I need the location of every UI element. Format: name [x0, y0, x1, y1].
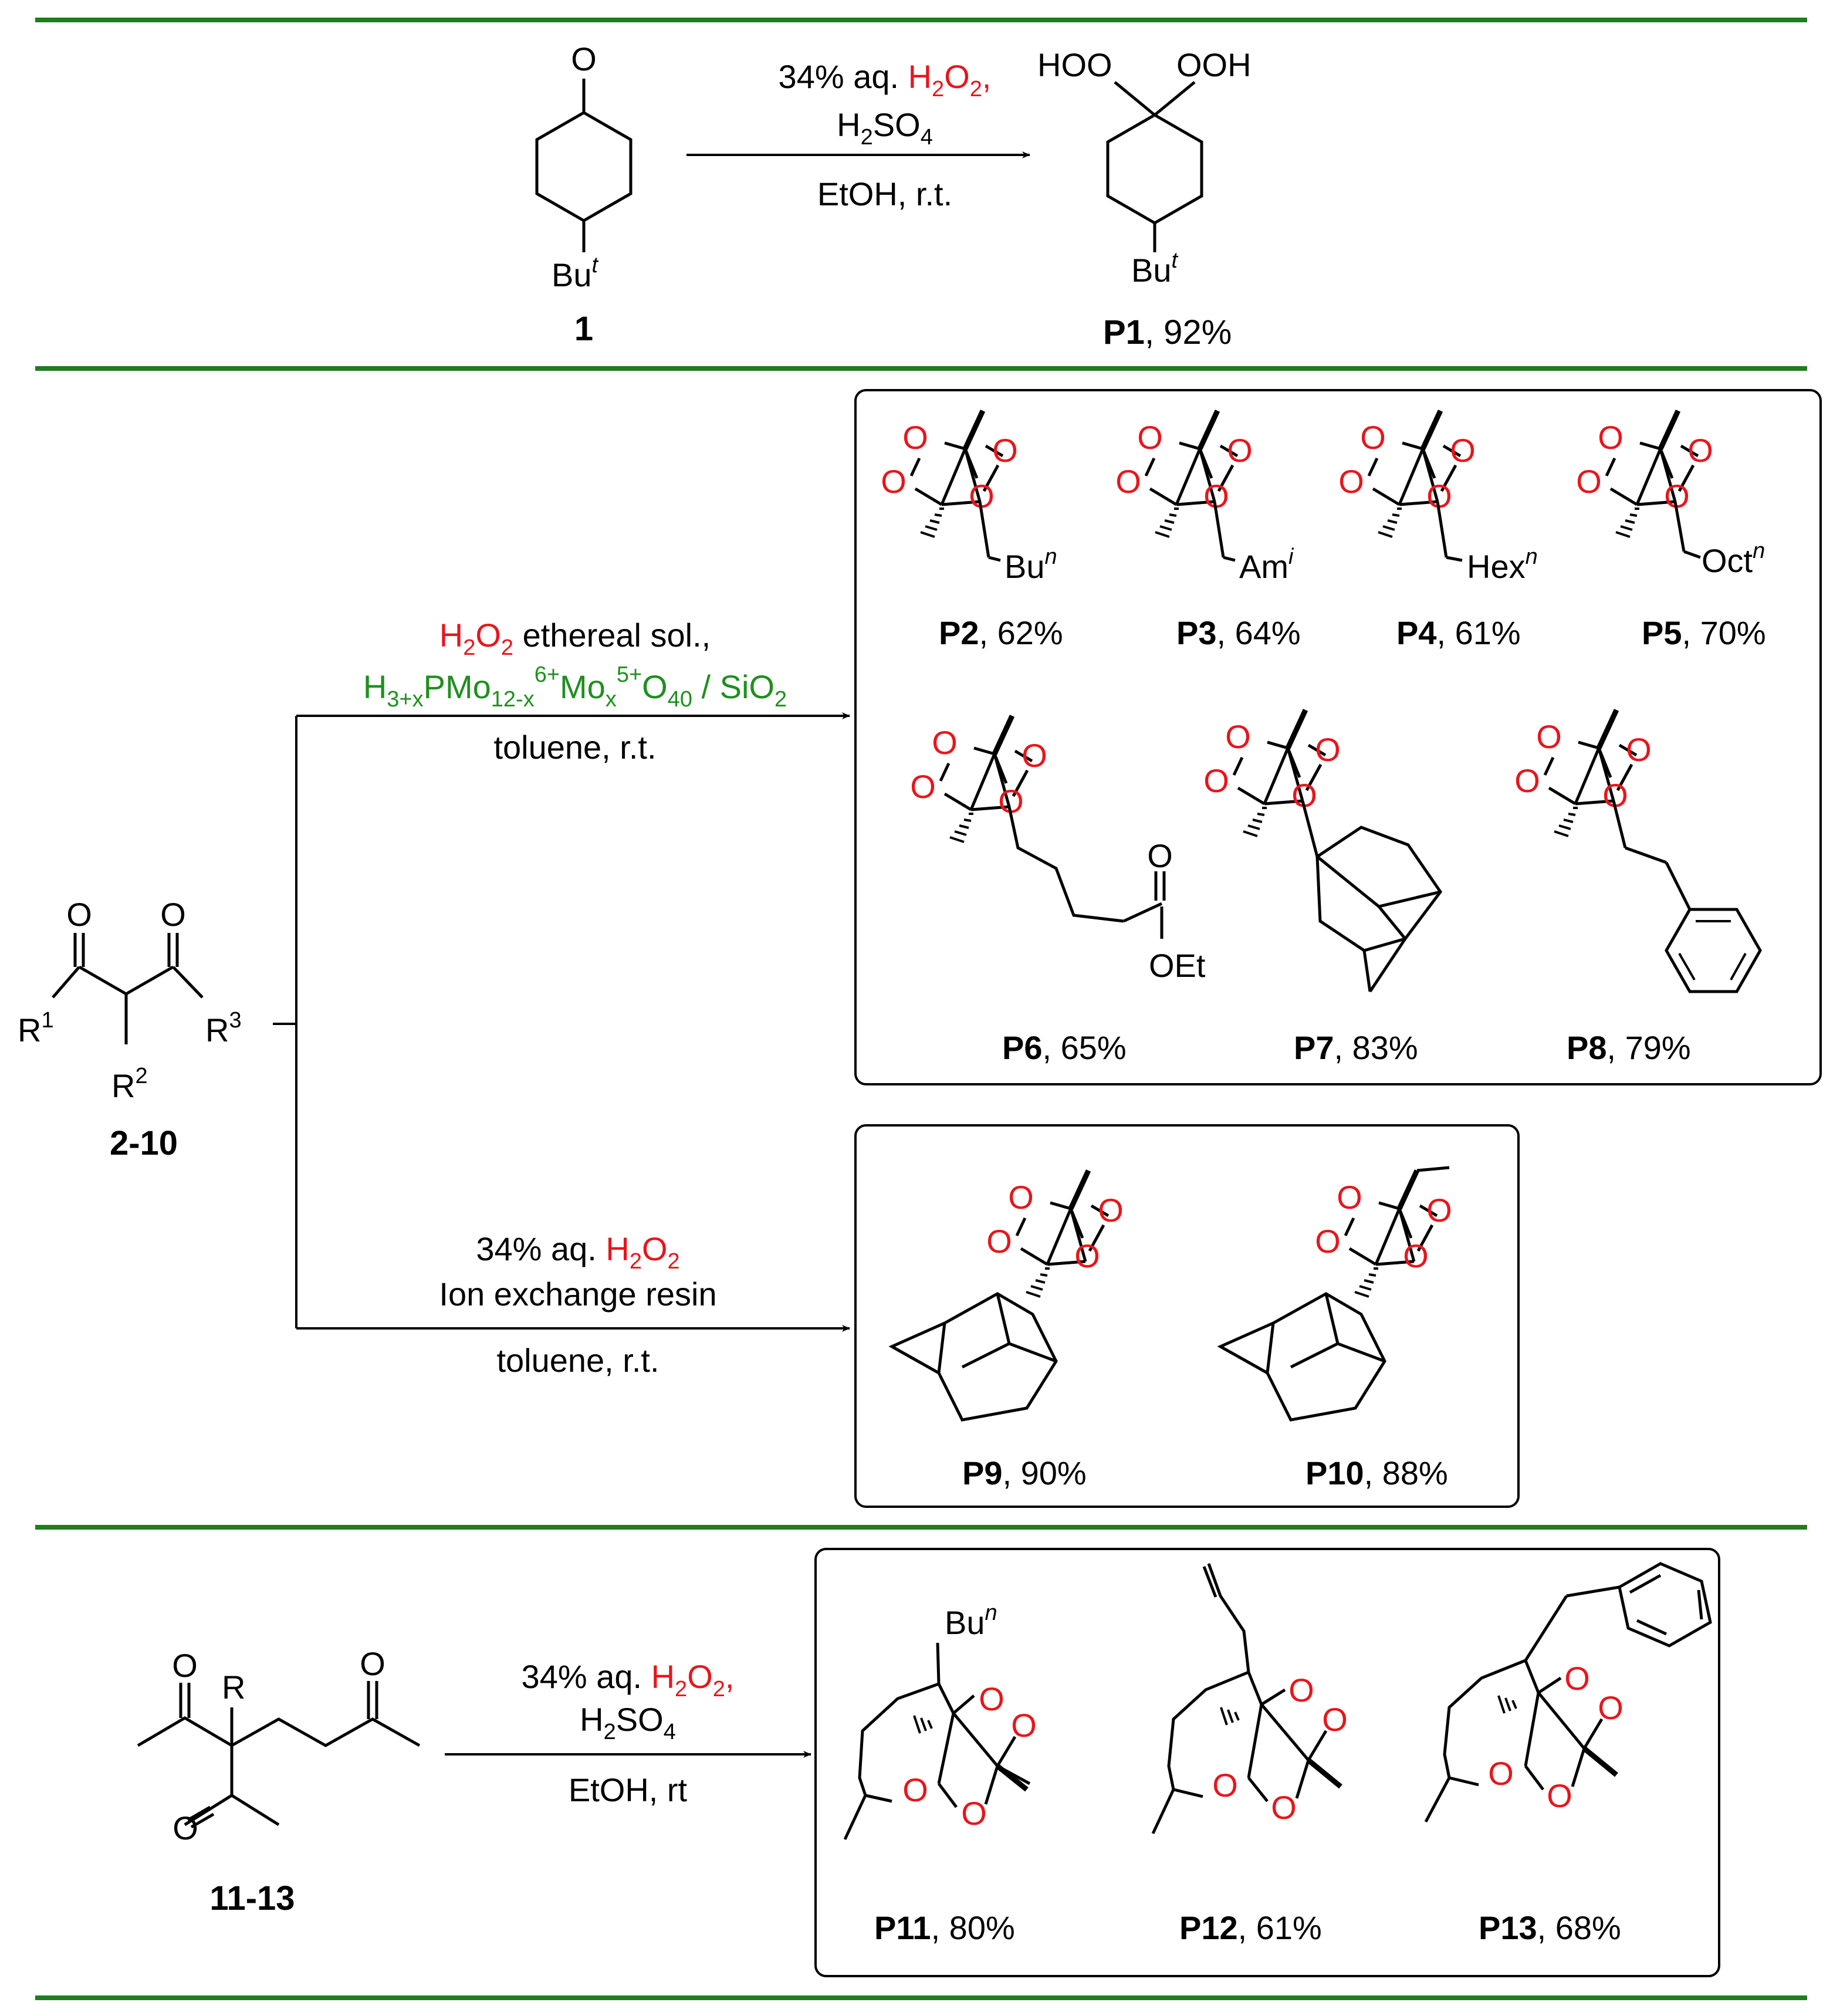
svg-text:P12, 61%: P12, 61% [1179, 1909, 1322, 1946]
product1-tbu: But [1131, 248, 1179, 289]
substrate3-r: R [222, 1669, 245, 1706]
svg-text:O: O [360, 1645, 385, 1682]
svg-text:Octn: Octn [1702, 539, 1765, 579]
product-p3: Ami P3, 64% [1115, 411, 1301, 651]
reaction1-conditions: EtOH, r.t. [817, 175, 952, 212]
svg-text:Ion exchange resin: Ion exchange resin [439, 1276, 716, 1313]
svg-text:O: O [1147, 837, 1173, 874]
product1-hoo: HOO [1037, 46, 1112, 83]
svg-text:P4, 61%: P4, 61% [1396, 614, 1521, 651]
substrate3-label: 11-13 [209, 1879, 295, 1917]
svg-text:34% aq. H2O2: 34% aq. H2O2 [476, 1230, 679, 1274]
svg-text:O: O [1011, 1707, 1037, 1744]
product-p2: Bun P2, 62% [881, 411, 1063, 651]
svg-text:H2O2 ethereal sol.,: H2O2 ethereal sol., [439, 617, 711, 660]
reaction1-substrate: O But 1 [535, 40, 632, 348]
svg-text:toluene, r.t.: toluene, r.t. [496, 1342, 659, 1379]
svg-text:H2SO4: H2SO4 [837, 106, 933, 150]
svg-text:O: O [979, 1680, 1004, 1717]
reaction1-product: HOO OOH But P1, 92% [1037, 46, 1252, 351]
svg-text:H2SO4: H2SO4 [580, 1701, 676, 1744]
svg-text:EtOH, rt: EtOH, rt [569, 1771, 688, 1808]
svg-text:O: O [172, 1647, 198, 1684]
svg-text:P2, 62%: P2, 62% [939, 614, 1063, 651]
svg-text:P8, 79%: P8, 79% [1567, 1029, 1691, 1066]
product-p6: O OEt P6, 65% [910, 716, 1206, 1066]
reaction3-substrate: O R O O 11-13 [137, 1645, 421, 1917]
svg-text:O: O [1488, 1755, 1514, 1792]
svg-text:O: O [961, 1795, 987, 1832]
product-p9: P9, 90% [888, 1171, 1124, 1491]
svg-text:O: O [66, 896, 92, 933]
svg-text:Hexn: Hexn [1467, 544, 1538, 585]
r1-label: R1 [18, 1008, 54, 1048]
product-p7: P7, 83% [1203, 710, 1443, 1066]
substrate1-tbu: But [552, 253, 599, 293]
reaction1-arrow: 34% aq. H2O2, H2SO4 EtOH, r.t. [686, 58, 1030, 212]
product-p5: Octn P5, 70% [1576, 411, 1766, 651]
product-p8: P8, 79% [1514, 710, 1762, 1066]
products-box-upper [854, 389, 1822, 1085]
substrate1-carbonyl-o: O [571, 40, 597, 77]
svg-text:P6, 65%: P6, 65% [1002, 1029, 1127, 1066]
svg-text:Bun: Bun [1004, 544, 1057, 585]
product1-caption: P1, 92% [1103, 313, 1232, 351]
svg-text:O: O [172, 1809, 198, 1846]
reaction2-arrows [273, 712, 850, 1332]
products-box-lower [854, 1124, 1520, 1508]
svg-text:Bun: Bun [945, 1601, 997, 1641]
svg-text:P3, 64%: P3, 64% [1176, 614, 1301, 651]
svg-text:O: O [1212, 1767, 1238, 1804]
svg-text:P13, 68%: P13, 68% [1479, 1909, 1621, 1946]
svg-text:P11, 80%: P11, 80% [874, 1909, 1015, 1946]
substrate1-label: 1 [574, 310, 593, 348]
svg-text:34% aq. H2O2,: 34% aq. H2O2, [779, 58, 992, 102]
product-p13: O O O O P13, 68% [1424, 1562, 1712, 1946]
product-p11: Bun O O O O P11, 80% [843, 1601, 1037, 1946]
product-p4: Hexn P4, 61% [1338, 411, 1538, 651]
svg-text:P5, 70%: P5, 70% [1642, 614, 1766, 651]
svg-text:P9, 90%: P9, 90% [962, 1455, 1087, 1491]
svg-text:O: O [1564, 1660, 1590, 1697]
svg-text:P7, 83%: P7, 83% [1294, 1029, 1418, 1066]
svg-text:Ami: Ami [1239, 544, 1294, 585]
substrate2-label: 2-10 [110, 1124, 178, 1162]
svg-text:34% aq. H2O2,: 34% aq. H2O2, [522, 1658, 735, 1702]
svg-text:O: O [160, 896, 186, 933]
reaction2-upper-conditions: H2O2 ethereal sol., H3+xPMo12-x6+Mox5+O4… [363, 617, 787, 766]
product-p12: O O O O P12, 61% [1151, 1563, 1348, 1946]
r2-label: R2 [111, 1064, 148, 1104]
svg-text:O: O [1547, 1777, 1572, 1814]
reaction2-substrate: O O R1 R3 R2 2-10 [18, 896, 242, 1162]
product-p10: P10, 88% [1217, 1166, 1452, 1491]
svg-text:O: O [1322, 1701, 1348, 1738]
svg-text:toluene, r.t.: toluene, r.t. [493, 729, 656, 766]
svg-text:OEt: OEt [1149, 947, 1206, 984]
reaction2-lower-conditions: 34% aq. H2O2 Ion exchange resin toluene,… [439, 1230, 716, 1379]
products-box-r3 [814, 1548, 1720, 1977]
r3-label: R3 [205, 1008, 242, 1048]
reaction3-arrow: 34% aq. H2O2, H2SO4 EtOH, rt [445, 1658, 811, 1808]
product1-ooh: OOH [1176, 46, 1252, 83]
svg-text:O: O [1288, 1672, 1314, 1709]
catalyst-label: H3+xPMo12-x6+Mox5+O40 / SiO2 [363, 662, 787, 712]
svg-text:O: O [1271, 1789, 1297, 1826]
svg-text:P10, 88%: P10, 88% [1305, 1455, 1448, 1491]
svg-text:O: O [1598, 1689, 1623, 1726]
svg-text:O: O [902, 1771, 928, 1808]
